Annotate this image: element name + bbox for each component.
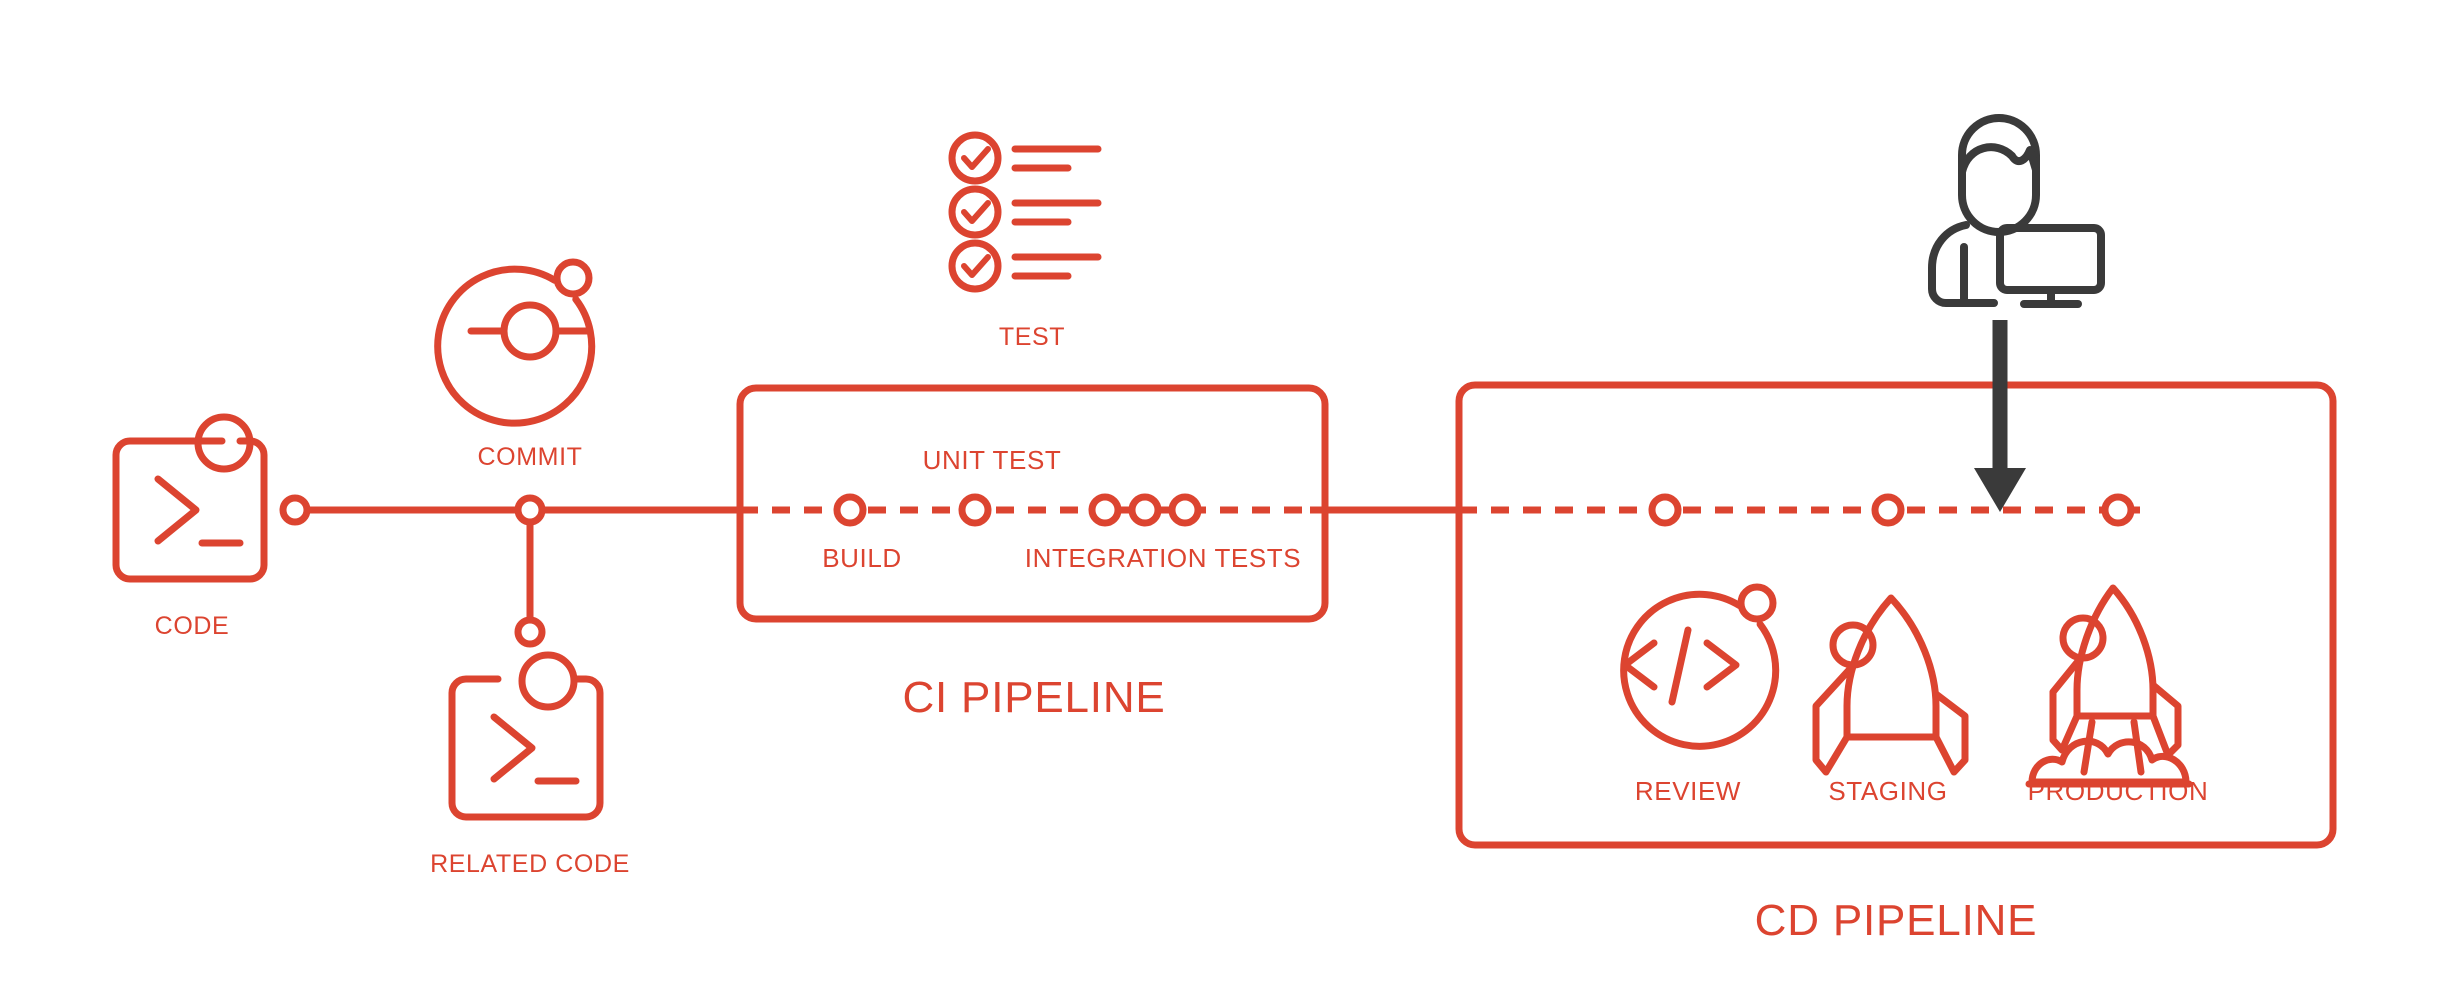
cd-node-review (1648, 493, 1682, 527)
person-at-monitor-icon (1928, 114, 2105, 308)
ci-node-integration-1 (1088, 493, 1122, 527)
commit-label: COMMIT (478, 443, 583, 471)
test-checklist-icon (948, 131, 1102, 293)
review-label: REVIEW (1635, 776, 1741, 806)
production-icon (2025, 584, 2193, 788)
commit-junction-node (514, 494, 546, 526)
connector-lines (300, 506, 1460, 625)
ci-build-label: BUILD (822, 543, 902, 573)
test-label: TEST (999, 323, 1065, 351)
staging-icon (1812, 594, 1969, 776)
ci-unit-test-label: UNIT TEST (923, 445, 1062, 475)
ci-integration-tests-label: INTEGRATION TESTS (1025, 543, 1301, 573)
review-icon (1620, 583, 1780, 750)
ci-node-integration-3 (1168, 493, 1202, 527)
staging-label: STAGING (1828, 776, 1947, 806)
cd-pipeline-title: CD PIPELINE (1755, 896, 2038, 945)
related-code-label: RELATED CODE (430, 850, 630, 878)
related-code-branch-node (514, 616, 546, 648)
ci-pipeline-box (736, 384, 1329, 623)
code-icon (112, 413, 268, 583)
manual-approval-arrow (1974, 320, 2026, 512)
ci-node-integration-2 (1128, 493, 1162, 527)
related-code-icon (448, 651, 604, 821)
cd-node-production (2101, 493, 2135, 527)
code-connector-node (279, 494, 311, 526)
ci-node-unit-test (958, 493, 992, 527)
code-label: CODE (155, 612, 230, 640)
production-label: PRODUCTION (2028, 776, 2209, 806)
ci-pipeline-title: CI PIPELINE (902, 673, 1165, 722)
cd-pipeline-box (1455, 381, 2337, 849)
cd-node-staging (1871, 493, 1905, 527)
commit-icon (434, 258, 596, 427)
ci-node-build (833, 493, 867, 527)
